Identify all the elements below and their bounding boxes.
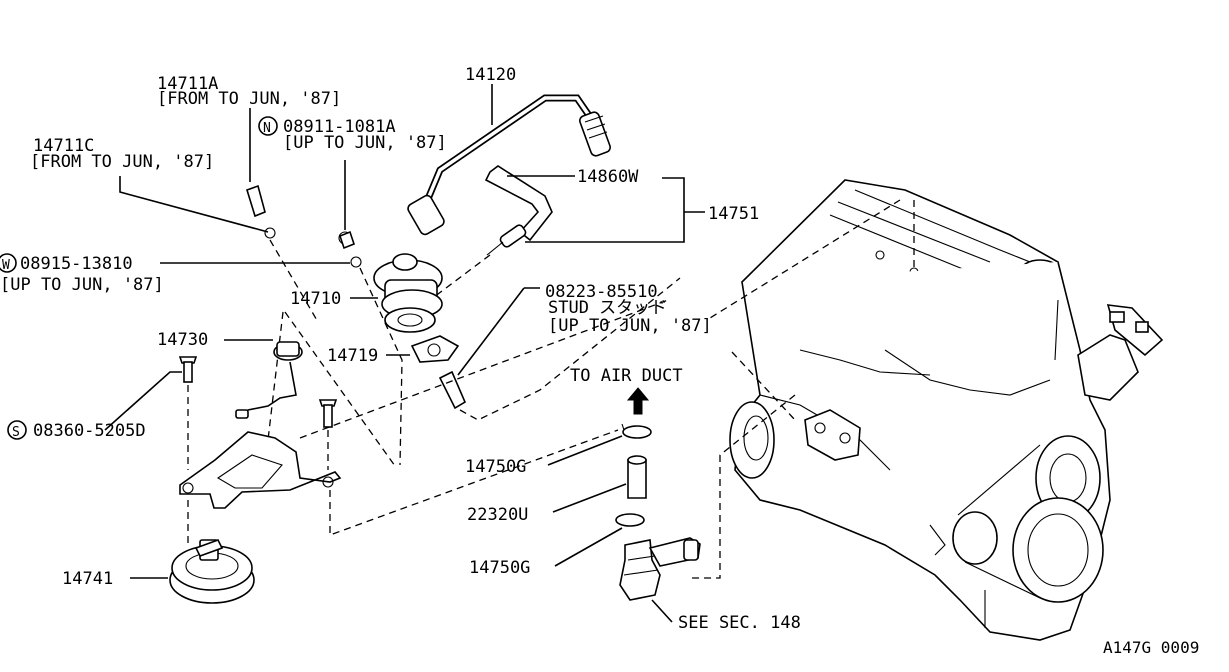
symbol-w-circle (0, 253, 17, 273)
symbol-n-circle (258, 116, 278, 136)
symbol-n: N (263, 121, 271, 136)
label-14120: 14120 (465, 65, 516, 85)
symbol-s: S (12, 425, 20, 440)
label-14719: 14719 (327, 346, 378, 366)
sensor-14730 (235, 341, 303, 419)
label-14711a: 14711A (157, 74, 218, 94)
label-14860w: 14860W (577, 167, 639, 187)
bracket-plate (179, 431, 342, 509)
label-14750g-lower: 14750G (469, 558, 530, 578)
bolt-bracket (318, 399, 338, 428)
stud-08223 (438, 277, 681, 421)
note-08915: [UP TO JUN, '87] (0, 275, 164, 295)
egr-valve-14710 (338, 230, 443, 333)
note-08223: [UP TO JUN, '87] (548, 316, 712, 336)
label-14750g-upper: 14750G (465, 457, 526, 477)
label-see-sec: SEE SEC. 148 (678, 613, 801, 633)
bolt-08360 (178, 356, 198, 383)
label-08911: 08911-1081A (283, 117, 396, 137)
label-14710: 14710 (290, 289, 341, 309)
label-08223: 08223-85510 (545, 282, 658, 302)
note-08911: [UP TO JUN, '87] (283, 133, 447, 153)
arrow-up-icon (626, 387, 650, 415)
note-14711a: [FROM TO JUN, '87] (157, 89, 341, 109)
note-14711c: [FROM TO JUN, '87] (30, 152, 214, 172)
label-14711c: 14711C (33, 136, 94, 156)
bolt-14711a (246, 184, 276, 239)
label-14741: 14741 (62, 569, 113, 589)
leader-lines (104, 84, 705, 623)
gasket-14719 (410, 335, 460, 363)
air-valve (619, 537, 701, 601)
figure-code: A147G 0009 (1103, 638, 1199, 657)
clamp-14750g-lower (615, 513, 645, 527)
actuator-14741 (169, 539, 255, 604)
symbol-w: W (2, 258, 10, 273)
labels: 14711A [FROM TO JUN, '87] 14711C [FROM T… (0, 65, 1199, 657)
label-14730: 14730 (157, 330, 208, 350)
symbol-s-circle (7, 420, 27, 440)
label-08360: 08360-5205D (33, 421, 146, 441)
label-08915: 08915-13810 (20, 254, 133, 274)
hose-14860w (429, 165, 553, 301)
label-22320u: 22320U (467, 505, 528, 525)
engine-block-drawing (729, 179, 1164, 641)
clamp-14750g-upper (621, 423, 652, 439)
label-to-air-duct: TO AIR DUCT (570, 366, 683, 386)
label-14751: 14751 (708, 204, 759, 224)
hose-22320u (627, 455, 647, 499)
egr-tube-14120 (407, 94, 611, 236)
desc-08223: STUD スタッド (548, 298, 667, 318)
